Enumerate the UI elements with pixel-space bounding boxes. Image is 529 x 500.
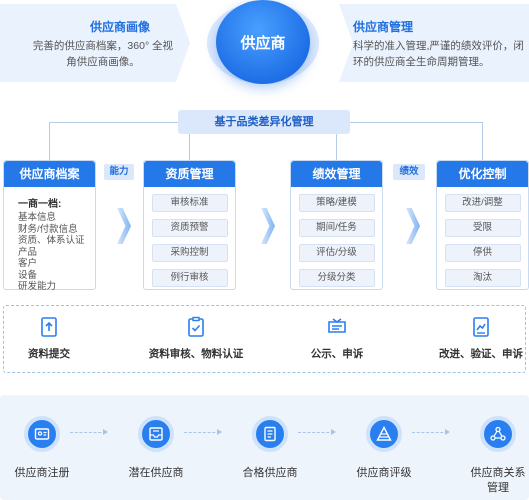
lifecycle-node-qualified: 合格供应商 [222,416,318,481]
management-banner: 供应商管理 科学的准入管理,严谨的绩效评价，闭环的供应商全生命周期管理。 [339,4,529,82]
action-label: 改进、验证、申诉 [439,348,523,360]
chevron-right-icon [117,208,131,244]
archive-items: 基本信息 财务/付款信息 资质、体系认证 产品 客户 设备 研发能力 [18,212,95,293]
archive-item: 财务/付款信息 [18,223,78,235]
lifecycle-arrow [412,429,450,435]
performance-title: 绩效管理 [291,161,382,187]
action-submit: 资料提交 [0,316,114,361]
optimize-item: 改进/调整 [444,194,521,212]
upload-document-icon [38,316,60,338]
registration-card-icon [24,416,60,452]
announcement-icon [326,316,348,338]
document-list-icon [252,416,288,452]
lifecycle-label: 供应商注册 [14,467,70,479]
archive-title: 供应商档案 [4,161,95,187]
archive-item: 设备 [18,269,38,281]
archive-item: 产品 [18,246,38,258]
lifecycle-node-potential: 潜在供应商 [108,416,204,481]
strategy-label: 基于品类差异化管理 [178,110,350,134]
report-chart-icon [470,316,492,338]
lifecycle-arrow [70,429,108,435]
qualification-item: 采购控制 [151,244,228,262]
pyramid-rating-icon [366,416,402,452]
hub-label: 供应商 [240,34,286,52]
lifecycle-node-rating: 供应商评级 [336,416,432,481]
inbox-tray-icon [138,416,174,452]
archive-panel: 供应商档案 一商一档: 基本信息 财务/付款信息 资质、体系认证 产品 客户 设… [3,160,96,293]
archive-item: 客户 [18,258,38,269]
lifecycle-label: 供应商评级 [356,467,412,479]
connector-left-vertical [49,122,50,160]
portrait-title: 供应商画像 [90,20,151,34]
optimize-item: 淘汰 [444,269,521,287]
lifecycle-node-relationship: 供应商关系管理 [450,416,529,496]
management-title: 供应商管理 [353,20,414,34]
connector-mid-right [336,134,337,160]
qualification-item: 资质预警 [151,219,228,237]
lifecycle-node-register: 供应商注册 [0,416,90,481]
ability-tag: 能力 [104,164,134,180]
chevron-right-icon [406,208,420,244]
lifecycle-label: 合格供应商 [242,467,298,479]
lifecycle-label: 供应商关系管理 [470,467,526,494]
portrait-description: 完善的供应商档案，360° 全视角供应商画像。 [32,40,174,68]
action-label: 资料审核、物料认证 [148,348,244,360]
qualification-item: 审核标准 [151,194,228,212]
action-improve: 改进、验证、申诉 [416,316,529,361]
optimize-item: 受限 [444,219,521,237]
action-announce: 公示、申诉 [272,316,402,361]
performance-item: 分级分类 [298,269,375,287]
optimize-item: 停供 [444,244,521,262]
supplier-hub: 供应商 [216,0,310,84]
qualification-title: 资质管理 [144,161,235,187]
performance-item: 策略/建模 [298,194,375,212]
archive-item: 基本信息 [18,212,57,223]
action-row [3,305,526,373]
connector-left-horizontal [49,122,178,123]
performance-panel: 绩效管理 策略/建模 期间/任务 评估/分级 分级分类 [290,160,383,290]
action-label: 公示、申诉 [310,348,364,360]
action-label: 资料提交 [28,348,70,360]
chevron-right-icon [261,208,275,244]
clipboard-check-icon [185,316,207,338]
qualification-panel: 资质管理 审核标准 资质预警 采购控制 例行审核 [143,160,236,290]
lifecycle-arrow [298,429,336,435]
network-relation-icon [480,416,516,452]
performance-item: 评估/分级 [298,244,375,262]
portrait-banner: 供应商画像 完善的供应商档案，360° 全视角供应商画像。 [0,4,190,82]
performance-item: 期间/任务 [298,219,375,237]
connector-right-horizontal [350,122,483,123]
optimize-title: 优化控制 [437,161,528,187]
connector-right-vertical [482,122,483,160]
management-description: 科学的准入管理,严谨的绩效评价，闭环的供应商全生命周期管理。 [353,40,524,68]
lifecycle-arrow [184,429,222,435]
action-review: 资料审核、物料认证 [131,316,261,361]
archive-item: 研发能力 [18,281,57,292]
optimize-panel: 优化控制 改进/调整 受限 停供 淘汰 [436,160,529,290]
performance-tag: 绩效 [393,164,425,180]
qualification-item: 例行审核 [151,269,228,287]
lifecycle-label: 潜在供应商 [128,467,184,479]
archive-item: 资质、体系认证 [18,235,85,246]
archive-lead: 一商一档: [18,199,62,210]
connector-mid-left [189,134,190,160]
